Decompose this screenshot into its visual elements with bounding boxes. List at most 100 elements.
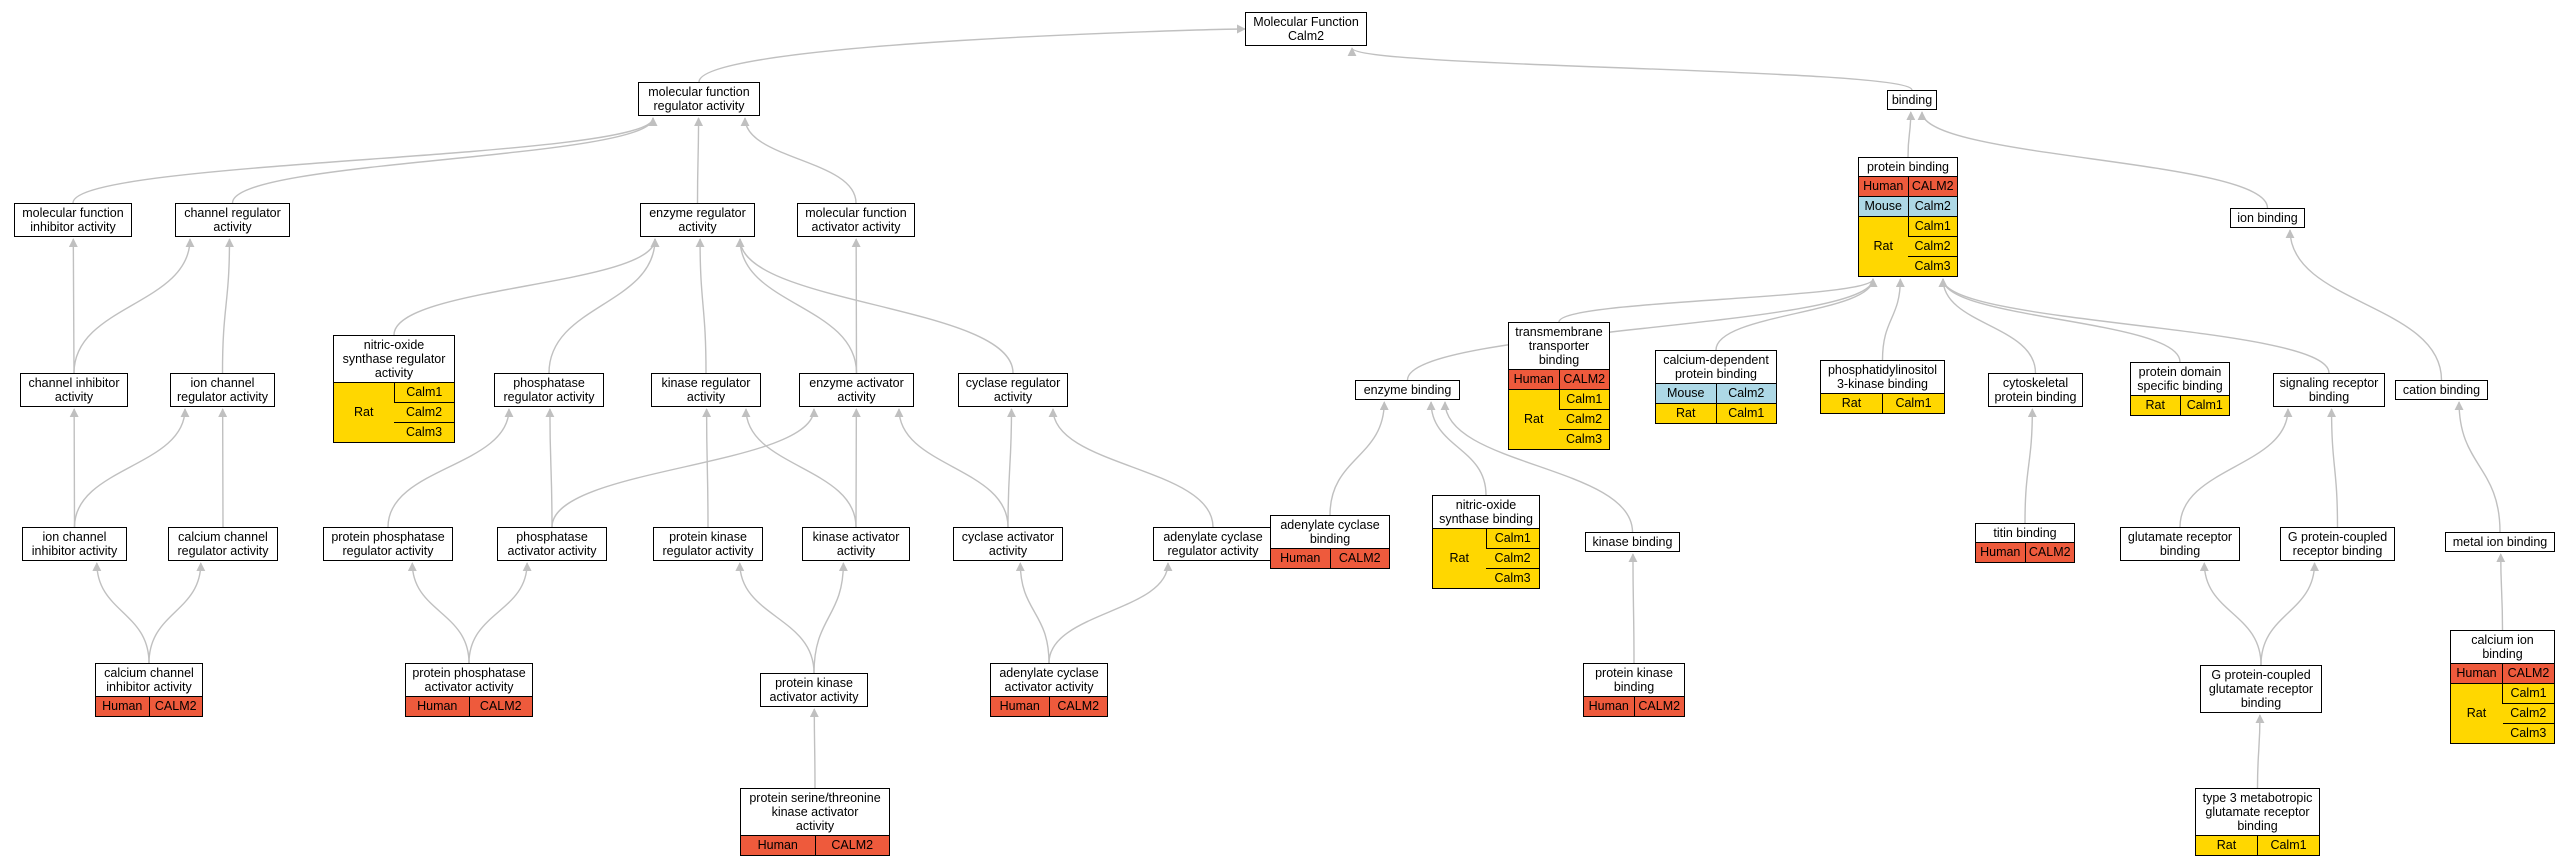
go-term-label: adenylate cyclase activator activity [999,666,1099,694]
go-term-root[interactable]: Molecular Function Calm2 [1245,12,1367,46]
go-term-label: protein binding [1866,160,1949,174]
species-cell: Rat [1821,393,1883,413]
go-term-label: glutamate receptor binding [2127,530,2233,558]
go-term-mfinhib[interactable]: molecular function inhibitor activity [14,203,132,237]
go-term-phosreg[interactable]: phosphatase regulator activity [494,373,604,407]
gene-cell: Calm1 [1715,403,1776,423]
edge-cationbind-to-ionbind [2285,229,2443,381]
go-term-pstkact[interactable]: protein serine/threonine kinase activato… [740,788,890,856]
gene-cell: Calm3 [1908,256,1957,276]
go-term-mfact[interactable]: molecular function activator activity [797,203,915,237]
edge-ppact-to-phosact [468,562,532,664]
go-term-cycreg[interactable]: cyclase regulator activity [958,373,1068,407]
go-term-kinact[interactable]: kinase activator activity [802,527,910,561]
go-term-ionchanreg[interactable]: ion channel regulator activity [170,373,275,407]
go-term-type3[interactable]: type 3 metabotropic glutamate receptor b… [2195,788,2320,856]
edge-cachaninhib-to-cachanreg [148,562,206,664]
edge-gluRbind-to-sigrec [2179,408,2293,528]
edge-mfinhib-to-mfreg [72,117,658,204]
gene-cell: CALM2 [148,696,202,716]
edge-chanreg-to-mfreg [231,117,658,204]
edge-cycreg-to-enzreg [735,238,1014,374]
go-term-ionbind[interactable]: ion binding [2230,208,2305,228]
gene-cell: Calm2 [1559,409,1609,430]
edge-mfact-to-mfreg [740,117,857,204]
edge-ppact-to-pprotreg [407,562,470,664]
go-term-chaninhib[interactable]: channel inhibitor activity [20,373,128,407]
go-term-label: G protein-coupled receptor binding [2287,530,2388,558]
gene-cell: Calm1 [2502,683,2554,704]
go-term-phosact[interactable]: phosphatase activator activity [497,527,607,561]
go-term-enzact[interactable]: enzyme activator activity [799,373,914,407]
go-term-gpcrbind[interactable]: G protein-coupled receptor binding [2280,527,2395,561]
go-term-nosreg[interactable]: nitric-oxide synthase regulator activity… [333,335,455,443]
gene-cell: Calm1 [1485,528,1539,549]
go-term-gpglu[interactable]: G protein-coupled glutamate receptor bin… [2200,665,2322,713]
go-term-label: transmembrane transporter binding [1515,325,1603,367]
species-cell: Human [1509,369,1559,390]
go-term-pkreg[interactable]: protein kinase regulator activity [653,527,763,561]
go-term-label: G protein-coupled glutamate receptor bin… [2208,668,2314,710]
go-term-cationbind[interactable]: cation binding [2395,380,2488,400]
go-term-enzbind[interactable]: enzyme binding [1355,380,1460,400]
go-term-label: calcium channel regulator activity [177,530,269,558]
go-term-kinbind[interactable]: kinase binding [1585,532,1680,552]
species-cell: Mouse [1656,383,1716,404]
go-term-ionchaninhib[interactable]: ion channel inhibitor activity [22,527,127,561]
go-term-cachanreg[interactable]: calcium channel regulator activity [168,527,278,561]
go-term-mfreg[interactable]: molecular function regulator activity [638,82,760,116]
go-term-enzreg[interactable]: enzyme regulator activity [640,203,755,237]
edge-enzbind-to-protbind [1406,278,1878,381]
gene-cell: Calm1 [1558,389,1609,410]
go-term-label: cytoskeletal protein binding [1994,376,2077,404]
go-term-metalion[interactable]: metal ion binding [2445,532,2555,552]
go-term-gluRbind[interactable]: glutamate receptor binding [2120,527,2240,561]
species-cell: Human [1976,542,2025,562]
go-term-label: protein phosphatase regulator activity [331,530,445,558]
go-term-sigrec[interactable]: signaling receptor binding [2273,373,2385,407]
go-term-kinreg[interactable]: kinase regulator activity [651,373,761,407]
edge-type3-to-gpglu [2255,714,2265,789]
go-term-pkact[interactable]: protein kinase activator activity [760,673,868,707]
go-term-cytobind[interactable]: cytoskeletal protein binding [1988,373,2083,407]
edge-pi3k-to-protbind [1881,278,1905,361]
go-term-cycact[interactable]: cyclase activator activity [953,527,1063,561]
go-term-chanreg[interactable]: channel regulator activity [175,203,290,237]
gene-cell: Calm3 [394,422,454,442]
go-term-label: adenylate cyclase binding [1280,518,1380,546]
go-term-label: calcium channel inhibitor activity [104,666,194,694]
go-term-acreg[interactable]: adenylate cyclase regulator activity [1153,527,1273,561]
go-term-label: Molecular Function Calm2 [1253,15,1359,43]
edge-cycact-to-cycreg [1006,408,1016,528]
gene-cell: Calm3 [1559,429,1609,449]
edge-kinbind-to-enzbind [1440,401,1634,533]
edge-phosact-to-phosreg [545,408,555,528]
go-term-pprotreg[interactable]: protein phosphatase regulator activity [323,527,453,561]
go-term-label: channel regulator activity [184,206,281,234]
gene-cell: Calm1 [1882,393,1944,413]
go-term-binding[interactable]: binding [1887,90,1937,110]
edge-acact-to-cycact [1015,562,1050,664]
edge-binding-to-root [1347,47,1913,91]
gene-cell: CALM2 [1558,369,1609,390]
gene-cell: CALM2 [814,835,889,855]
